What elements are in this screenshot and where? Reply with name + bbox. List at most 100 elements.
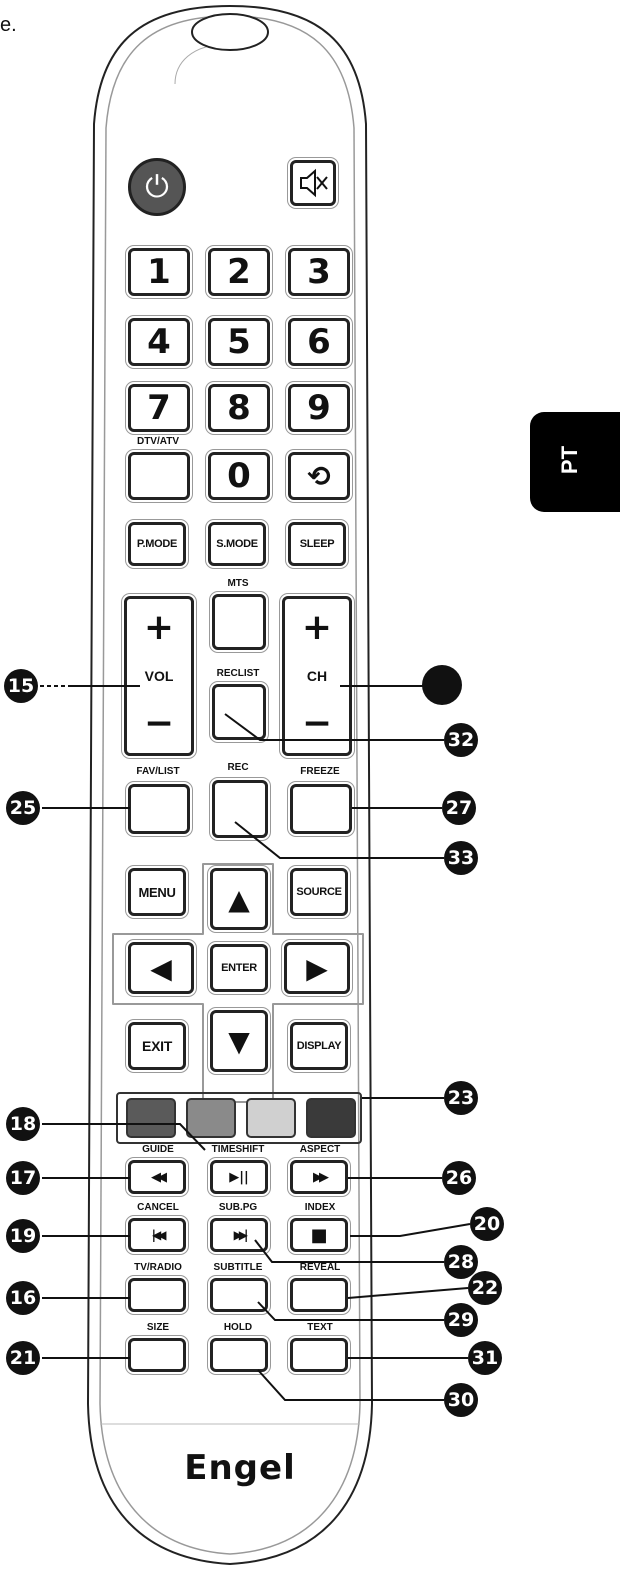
dtv-atv-button[interactable]	[128, 452, 190, 500]
hold-label: HOLD	[223, 1322, 253, 1333]
sub-pg-label: SUB.PG	[218, 1202, 258, 1213]
tv-radio-label: TV/RADIO	[134, 1262, 182, 1273]
stop-button[interactable]: ■	[290, 1218, 348, 1252]
mute-icon	[300, 168, 328, 198]
enter-button[interactable]: ENTER	[210, 944, 268, 992]
digit-2-button[interactable]: 2	[208, 248, 270, 296]
callout-29: 29	[444, 1303, 478, 1337]
channel-up-icon: +	[301, 607, 333, 648]
s-mode-button[interactable]: S.MODE	[208, 522, 266, 566]
brand-logo: Engel	[184, 1448, 296, 1488]
callout-32: 32	[444, 723, 478, 757]
left-button[interactable]: ◀	[128, 942, 194, 994]
size-button[interactable]	[128, 1338, 186, 1372]
index-label: INDEX	[304, 1202, 336, 1213]
freeze-button[interactable]	[290, 784, 352, 834]
reclist-button[interactable]	[212, 684, 266, 740]
rec-label: REC	[227, 762, 249, 773]
source-button[interactable]: SOURCE	[290, 868, 348, 916]
callout-31: 31	[468, 1341, 502, 1375]
callout-33: 33	[444, 841, 478, 875]
volume-rocker[interactable]: + VOL −	[124, 596, 194, 756]
mts-label: MTS	[227, 578, 249, 589]
power-button[interactable]: ⏻	[128, 158, 186, 216]
mute-button[interactable]	[290, 160, 336, 206]
display-button[interactable]: DISPLAY	[290, 1022, 348, 1070]
channel-rocker[interactable]: + CH −	[282, 596, 352, 756]
freeze-label: FREEZE	[300, 766, 340, 777]
stray-text: e.	[0, 14, 17, 36]
up-button[interactable]: ▲	[210, 868, 268, 930]
play-pause-icon: ▶||	[229, 1169, 249, 1185]
callout-25: 25	[6, 791, 40, 825]
callout-17: 17	[6, 1161, 40, 1195]
callout-26: 26	[442, 1161, 476, 1195]
subtitle-button[interactable]	[210, 1278, 268, 1312]
callout-28: 28	[444, 1245, 478, 1279]
exit-button[interactable]: EXIT	[128, 1022, 186, 1070]
down-button[interactable]: ▼	[210, 1010, 268, 1072]
callout-15: 15	[4, 669, 38, 703]
stop-icon: ■	[310, 1224, 328, 1246]
right-button[interactable]: ▶	[284, 942, 350, 994]
digit-6-button[interactable]: 6	[288, 318, 350, 366]
digit-1-button[interactable]: 1	[128, 248, 190, 296]
fast-forward-button[interactable]: ▶▶	[290, 1160, 348, 1194]
callout-22: 22	[468, 1271, 502, 1305]
text-button[interactable]	[290, 1338, 348, 1372]
callout-18: 18	[6, 1107, 40, 1141]
cancel-label: CANCEL	[137, 1202, 179, 1213]
color-keys-frame	[116, 1092, 362, 1144]
callout-23: 23	[444, 1081, 478, 1115]
digit-7-button[interactable]: 7	[128, 384, 190, 432]
subtitle-label: SUBTITLE	[213, 1262, 263, 1273]
language-tab	[530, 412, 620, 512]
callout-21: 21	[6, 1341, 40, 1375]
blue-key[interactable]	[306, 1098, 356, 1138]
digit-3-button[interactable]: 3	[288, 248, 350, 296]
volume-label: VOL	[144, 668, 174, 684]
red-key[interactable]	[126, 1098, 176, 1138]
arrow-left-icon: ◀	[150, 951, 172, 985]
guide-label: GUIDE	[142, 1144, 174, 1155]
dtv-atv-label: DTV/ATV	[136, 436, 180, 447]
aspect-label: ASPECT	[299, 1144, 341, 1155]
recall-icon: ⟲	[307, 459, 331, 493]
size-label: SIZE	[146, 1322, 170, 1333]
recall-button[interactable]: ⟲	[288, 452, 350, 500]
arrow-right-icon: ▶	[306, 951, 328, 985]
hold-button[interactable]	[210, 1338, 268, 1372]
digit-4-button[interactable]: 4	[128, 318, 190, 366]
prev-button[interactable]: |◀◀	[128, 1218, 186, 1252]
digit-0-button[interactable]: 0	[208, 452, 270, 500]
p-mode-button[interactable]: P.MODE	[128, 522, 186, 566]
next-button[interactable]: ▶▶|	[210, 1218, 268, 1252]
arrow-down-icon: ▼	[228, 1024, 250, 1058]
play-pause-button[interactable]: ▶||	[210, 1160, 268, 1194]
digit-8-button[interactable]: 8	[208, 384, 270, 432]
callout-19: 19	[6, 1219, 40, 1253]
reveal-button[interactable]	[290, 1278, 348, 1312]
menu-button[interactable]: MENU	[128, 868, 186, 916]
mts-button[interactable]	[212, 594, 266, 650]
fav-list-button[interactable]	[128, 784, 190, 834]
volume-down-icon: −	[143, 703, 175, 744]
tv-radio-button[interactable]	[128, 1278, 186, 1312]
fav-list-label: FAV/LIST	[136, 766, 180, 777]
rec-button[interactable]	[212, 780, 268, 838]
yellow-key[interactable]	[246, 1098, 296, 1138]
callout-20: 20	[470, 1207, 504, 1241]
digit-5-button[interactable]: 5	[208, 318, 270, 366]
callout-dot	[422, 665, 462, 705]
callout-30: 30	[444, 1383, 478, 1417]
digit-9-button[interactable]: 9	[288, 384, 350, 432]
callout-16: 16	[6, 1281, 40, 1315]
arrow-up-icon: ▲	[228, 882, 250, 916]
sleep-button[interactable]: SLEEP	[288, 522, 346, 566]
green-key[interactable]	[186, 1098, 236, 1138]
timeshift-label: TIMESHIFT	[211, 1144, 265, 1155]
power-icon: ⏻	[145, 169, 169, 205]
text-label: TEXT	[307, 1322, 333, 1333]
channel-label: CH	[306, 668, 328, 684]
